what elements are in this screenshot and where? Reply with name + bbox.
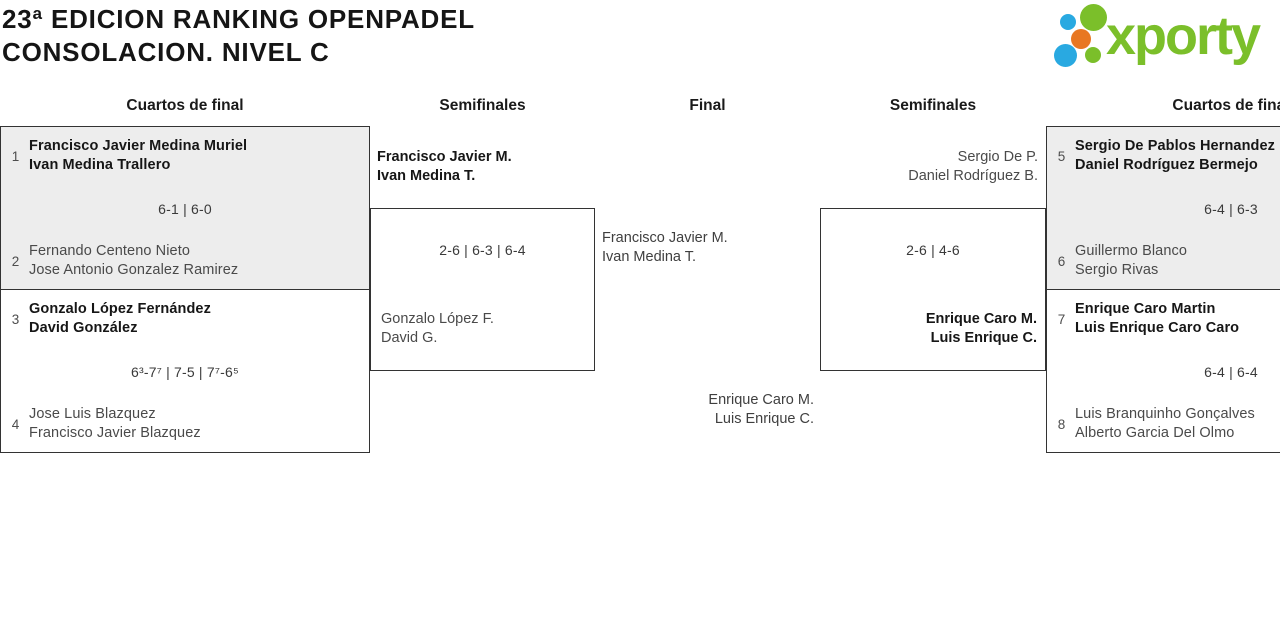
match-box-semifinal-right[interactable]: 2-6 | 4-6 Enrique Caro M. Luis Enrique C… <box>820 208 1046 371</box>
match-score: 6³-7⁷ | 7-5 | 7⁷-6⁵ <box>131 364 239 380</box>
player-name: Alberto Garcia Del Olmo <box>1075 425 1235 441</box>
seed-number: 4 <box>11 416 20 432</box>
page-title-line1: 23ª EDICION RANKING OPENPADEL <box>2 4 475 34</box>
semifinal-left-top-team: Francisco Javier M. Ivan Medina T. <box>377 148 512 186</box>
player-name: Sergio Rivas <box>1075 262 1159 278</box>
team-row: 5 Sergio De Pablos Hernandez Daniel Rodr… <box>1054 137 1280 175</box>
column-header-final: Final <box>689 97 726 114</box>
team-row: 1 Francisco Javier Medina Muriel Ivan Me… <box>8 137 365 175</box>
team-names: Jose Luis Blazquez Francisco Javier Blaz… <box>29 405 201 443</box>
player-name: Ivan Medina T. <box>377 168 476 184</box>
seed-number: 2 <box>11 253 20 269</box>
player-name: Luis Enrique C. <box>714 411 814 427</box>
player-name: Francisco Javier M. <box>377 149 512 165</box>
player-name: Francisco Javier M. <box>602 230 728 246</box>
seed-number: 5 <box>1057 148 1066 164</box>
match-score: 2-6 | 6-3 | 6-4 <box>439 242 526 258</box>
player-name: Gonzalo López Fernández <box>29 301 211 317</box>
team-names: Francisco Javier Medina Muriel Ivan Medi… <box>29 137 247 175</box>
player-name: Sergio De P. <box>957 149 1038 165</box>
semifinal-right-top-team: Sergio De P. Daniel Rodríguez B. <box>820 148 1038 186</box>
team-row: 6 Guillermo Blanco Sergio Rivas <box>1054 242 1280 280</box>
player-name: Daniel Rodríguez B. <box>908 168 1038 184</box>
page-title-line2: CONSOLACION. NIVEL C <box>2 37 330 67</box>
match-box-qf2[interactable]: 3 Gonzalo López Fernández David González… <box>0 289 370 453</box>
player-name: Luis Enrique C. <box>930 330 1037 346</box>
page-title: 23ª EDICION RANKING OPENPADEL CONSOLACIO… <box>2 3 475 69</box>
column-header-semis-left: Semifinales <box>439 97 526 114</box>
team-names: Enrique Caro Martin Luis Enrique Caro Ca… <box>1075 300 1239 338</box>
team-names: Fernando Centeno Nieto Jose Antonio Gonz… <box>29 242 238 280</box>
logo-dot-orange-icon <box>1071 29 1091 49</box>
team-row: 7 Enrique Caro Martin Luis Enrique Caro … <box>1054 300 1280 338</box>
column-header-semis-right: Semifinales <box>889 97 977 114</box>
seed-number: 7 <box>1057 311 1066 327</box>
match-score: 2-6 | 4-6 <box>906 242 960 258</box>
team-names: Luis Branquinho Gonçalves Alberto Garcia… <box>1075 405 1255 443</box>
match-box-qf3[interactable]: 5 Sergio De Pablos Hernandez Daniel Rodr… <box>1046 126 1280 290</box>
seed-number: 6 <box>1057 253 1066 269</box>
seed-number: 1 <box>11 148 20 164</box>
team-names: Guillermo Blanco Sergio Rivas <box>1075 242 1187 280</box>
player-name: Enrique Caro Martin <box>1075 301 1216 317</box>
xporty-logo[interactable]: xporty <box>1048 2 1280 80</box>
team-names: Gonzalo López Fernández David González <box>29 300 211 338</box>
player-name: Luis Enrique Caro Caro <box>1075 320 1240 336</box>
match-score: 6-1 | 6-0 <box>158 201 212 217</box>
player-name: Luis Branquinho Gonçalves <box>1075 406 1255 422</box>
team-row: 4 Jose Luis Blazquez Francisco Javier Bl… <box>8 405 365 443</box>
match-score: 6-4 | 6-4 <box>1204 364 1258 380</box>
logo-wordmark: xporty <box>1106 6 1261 66</box>
player-name: Ivan Medina T. <box>602 249 697 265</box>
player-name: Gonzalo López F. <box>381 311 494 327</box>
final-top-team: Francisco Javier M. Ivan Medina T. <box>602 229 728 267</box>
team-row: 2 Fernando Centeno Nieto Jose Antonio Go… <box>8 242 365 280</box>
match-box-semifinal-left[interactable]: 2-6 | 6-3 | 6-4 Gonzalo López F. David G… <box>370 208 595 371</box>
logo-dot-green-large-icon <box>1080 4 1107 31</box>
player-name: Francisco Javier Medina Muriel <box>29 138 248 154</box>
match-score: 6-4 | 6-3 <box>1204 201 1258 217</box>
logo-dot-green-small-icon <box>1085 47 1101 63</box>
player-name: Fernando Centeno Nieto <box>29 243 190 259</box>
team-row: 8 Luis Branquinho Gonçalves Alberto Garc… <box>1054 405 1280 443</box>
player-name: Francisco Javier Blazquez <box>29 425 201 441</box>
logo-dot-blue-small-icon <box>1060 14 1076 30</box>
player-name: Enrique Caro M. <box>708 392 814 408</box>
player-name: David González <box>29 320 138 336</box>
column-header-quarters-right: Cuartos de final <box>1172 97 1280 114</box>
logo-dot-blue-large-icon <box>1054 44 1077 67</box>
player-name: Jose Luis Blazquez <box>29 406 156 422</box>
final-bottom-team: Enrique Caro M. Luis Enrique C. <box>595 391 814 429</box>
seed-number: 8 <box>1057 416 1066 432</box>
team-row: 3 Gonzalo López Fernández David González <box>8 300 365 338</box>
seed-number: 3 <box>11 311 20 327</box>
column-header-quarters-left: Cuartos de final <box>126 97 244 114</box>
player-name: Daniel Rodríguez Bermejo <box>1075 157 1258 173</box>
player-name: Jose Antonio Gonzalez Ramirez <box>29 262 239 278</box>
team-names: Sergio De Pablos Hernandez Daniel Rodríg… <box>1075 137 1275 175</box>
semifinal-left-bottom-team: Gonzalo López F. David G. <box>381 310 494 348</box>
player-name: Enrique Caro M. <box>925 311 1037 327</box>
player-name: David G. <box>381 330 438 346</box>
semifinal-right-bottom-team: Enrique Caro M. Luis Enrique C. <box>926 310 1037 348</box>
match-box-qf4[interactable]: 7 Enrique Caro Martin Luis Enrique Caro … <box>1046 289 1280 453</box>
player-name: Sergio De Pablos Hernandez <box>1075 138 1276 154</box>
player-name: Guillermo Blanco <box>1075 243 1188 259</box>
player-name: Ivan Medina Trallero <box>29 157 171 173</box>
match-box-qf1[interactable]: 1 Francisco Javier Medina Muriel Ivan Me… <box>0 126 370 290</box>
